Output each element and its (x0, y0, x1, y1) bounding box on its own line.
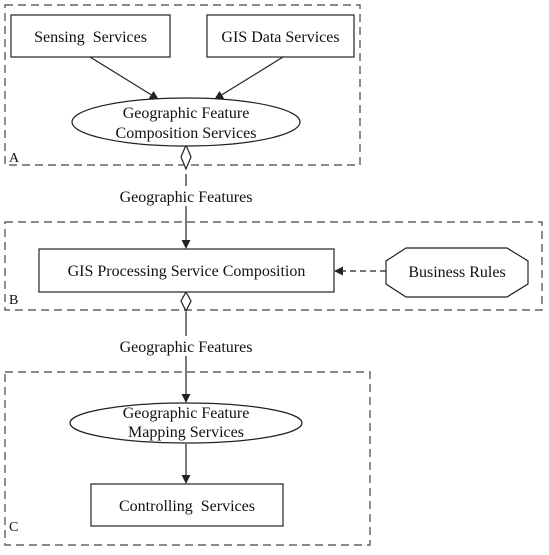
group-c-container (4, 371, 371, 546)
gis-processing-box (38, 248, 335, 293)
aggregation-diamond-b (180, 290, 192, 313)
edge-label-geographic-features-1: Geographic Features (120, 189, 253, 206)
group-c-label: C (9, 520, 18, 535)
sensing-services-label: Sensing Services (34, 29, 147, 46)
sensing-services-box (10, 14, 171, 58)
feature-composition-label-line1: Geographic Feature (123, 105, 250, 122)
business-rules-octagon (385, 247, 529, 298)
controlling-services-label: Controlling Services (119, 498, 255, 515)
sensing-to-composition-arrow (89, 56, 159, 100)
gis-data-services-label: GIS Data Services (221, 29, 339, 46)
gis-data-services-box (206, 14, 355, 58)
gis-processing-label: GIS Processing Service Composition (68, 263, 306, 280)
group-b-label: B (9, 293, 18, 308)
feature-composition-label-line2: Composition Services (116, 125, 257, 142)
gisdata-to-composition-arrow (214, 56, 284, 100)
business-rules-label: Business Rules (408, 264, 505, 281)
group-a-container (4, 4, 361, 166)
edge-label-1-bg (110, 186, 262, 206)
feature-composition-ellipse (71, 97, 301, 147)
controlling-services-box (90, 483, 284, 527)
group-a-label: A (9, 151, 20, 166)
feature-mapping-ellipse (69, 402, 303, 444)
feature-mapping-label-line1: Geographic Feature (123, 405, 250, 422)
edge-label-2-bg (110, 336, 262, 356)
aggregation-diamond-a (180, 143, 192, 171)
edge-label-geographic-features-2: Geographic Features (120, 339, 253, 356)
feature-mapping-label-line2: Mapping Services (128, 424, 244, 441)
